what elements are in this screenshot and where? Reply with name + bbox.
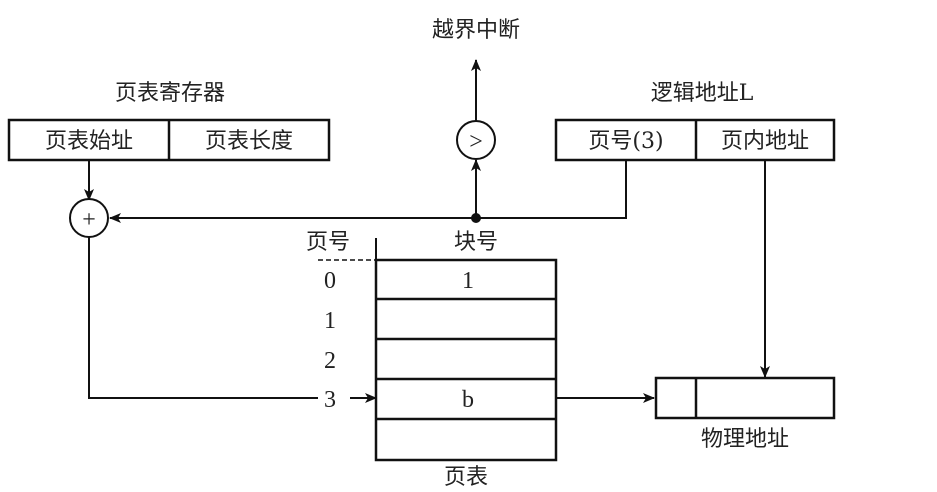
logical-address-register: 页号(3) 页内地址 — [554, 118, 836, 162]
page-number-1: 1 — [324, 308, 336, 334]
page-number-3: 3 — [324, 387, 336, 413]
comparator: > — [456, 120, 496, 160]
page-number-field: 页号(3) — [588, 129, 663, 154]
page-table-caption: 页表 — [444, 465, 488, 490]
page-number-0: 0 — [324, 268, 336, 294]
physical-address-title: 物理地址 — [701, 427, 789, 452]
page-offset-field: 页内地址 — [721, 129, 809, 154]
adder: + — [69, 198, 109, 238]
block-number-3: b — [462, 387, 474, 413]
page-table-base-field: 页表始址 — [45, 129, 133, 154]
adder-symbol: + — [82, 207, 96, 233]
page-number-2: 2 — [324, 348, 336, 374]
physical-address-register — [654, 376, 836, 420]
block-number-0: 1 — [462, 268, 474, 294]
page-column-header: 页号 — [306, 230, 350, 255]
interrupt-label: 越界中断 — [432, 18, 520, 43]
page-table-register: 页表始址 页表长度 — [7, 118, 331, 162]
block-column-header: 块号 — [454, 230, 498, 255]
table-entry-line — [88, 237, 318, 399]
comparator-symbol: > — [469, 129, 483, 155]
page-table: 0 1 2 3 1 b — [324, 258, 558, 462]
page-number-line — [109, 160, 627, 223]
junction-dot — [471, 213, 481, 223]
logical-address-title: 逻辑地址L — [651, 81, 754, 106]
page-table-register-title: 页表寄存器 — [115, 81, 225, 106]
page-table-length-field: 页表长度 — [205, 129, 293, 154]
